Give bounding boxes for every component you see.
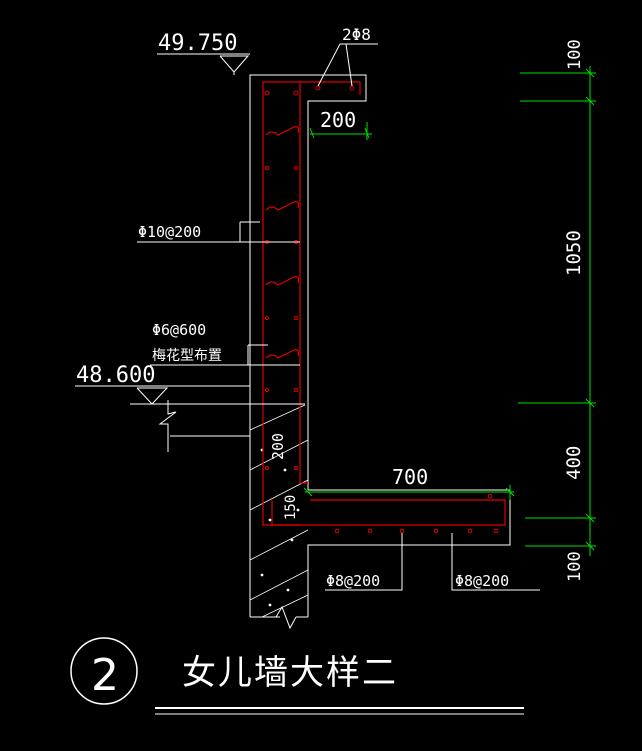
tie-bars-label: Φ6@600 [152, 321, 206, 339]
detail-number-circle [70, 637, 138, 705]
dimension-lines [303, 66, 596, 556]
dim-right-top: 100 [565, 39, 585, 70]
dim-slab-length: 700 [392, 465, 428, 489]
dim-wall-thickness: 200 [269, 433, 287, 460]
concrete-outline [249, 74, 511, 630]
slab-bar-left-label: Φ8@200 [326, 572, 380, 590]
tie-bars [265, 126, 300, 359]
drawing-title: 女儿墙大样二 [182, 653, 398, 693]
dim-right-lower: 400 [563, 446, 585, 480]
labels: 49.750 48.600 2Φ8 Φ10@200 Φ6@600 梅花型布置 Φ… [76, 25, 585, 590]
top-bars-label: 2Φ8 [342, 25, 371, 44]
leaders [75, 43, 540, 591]
concrete-hatch [249, 404, 309, 618]
elevation-bottom: 48.600 [76, 363, 155, 388]
detail-number: 2 [91, 650, 119, 701]
vertical-bars-label: Φ10@200 [138, 223, 201, 241]
dim-right-bottom: 100 [565, 551, 585, 582]
tie-bars-note: 梅花型布置 [152, 348, 222, 364]
drawing-title-block: 2 女儿墙大样二 [70, 637, 524, 715]
dim-right-main: 1050 [563, 230, 585, 276]
slab-bar-right-label: Φ8@200 [455, 572, 509, 590]
dim-cap-width: 200 [320, 108, 356, 132]
dim-small-step: 150 [283, 495, 299, 520]
elevation-top: 49.750 [158, 31, 237, 56]
rebar-cage [262, 81, 506, 526]
